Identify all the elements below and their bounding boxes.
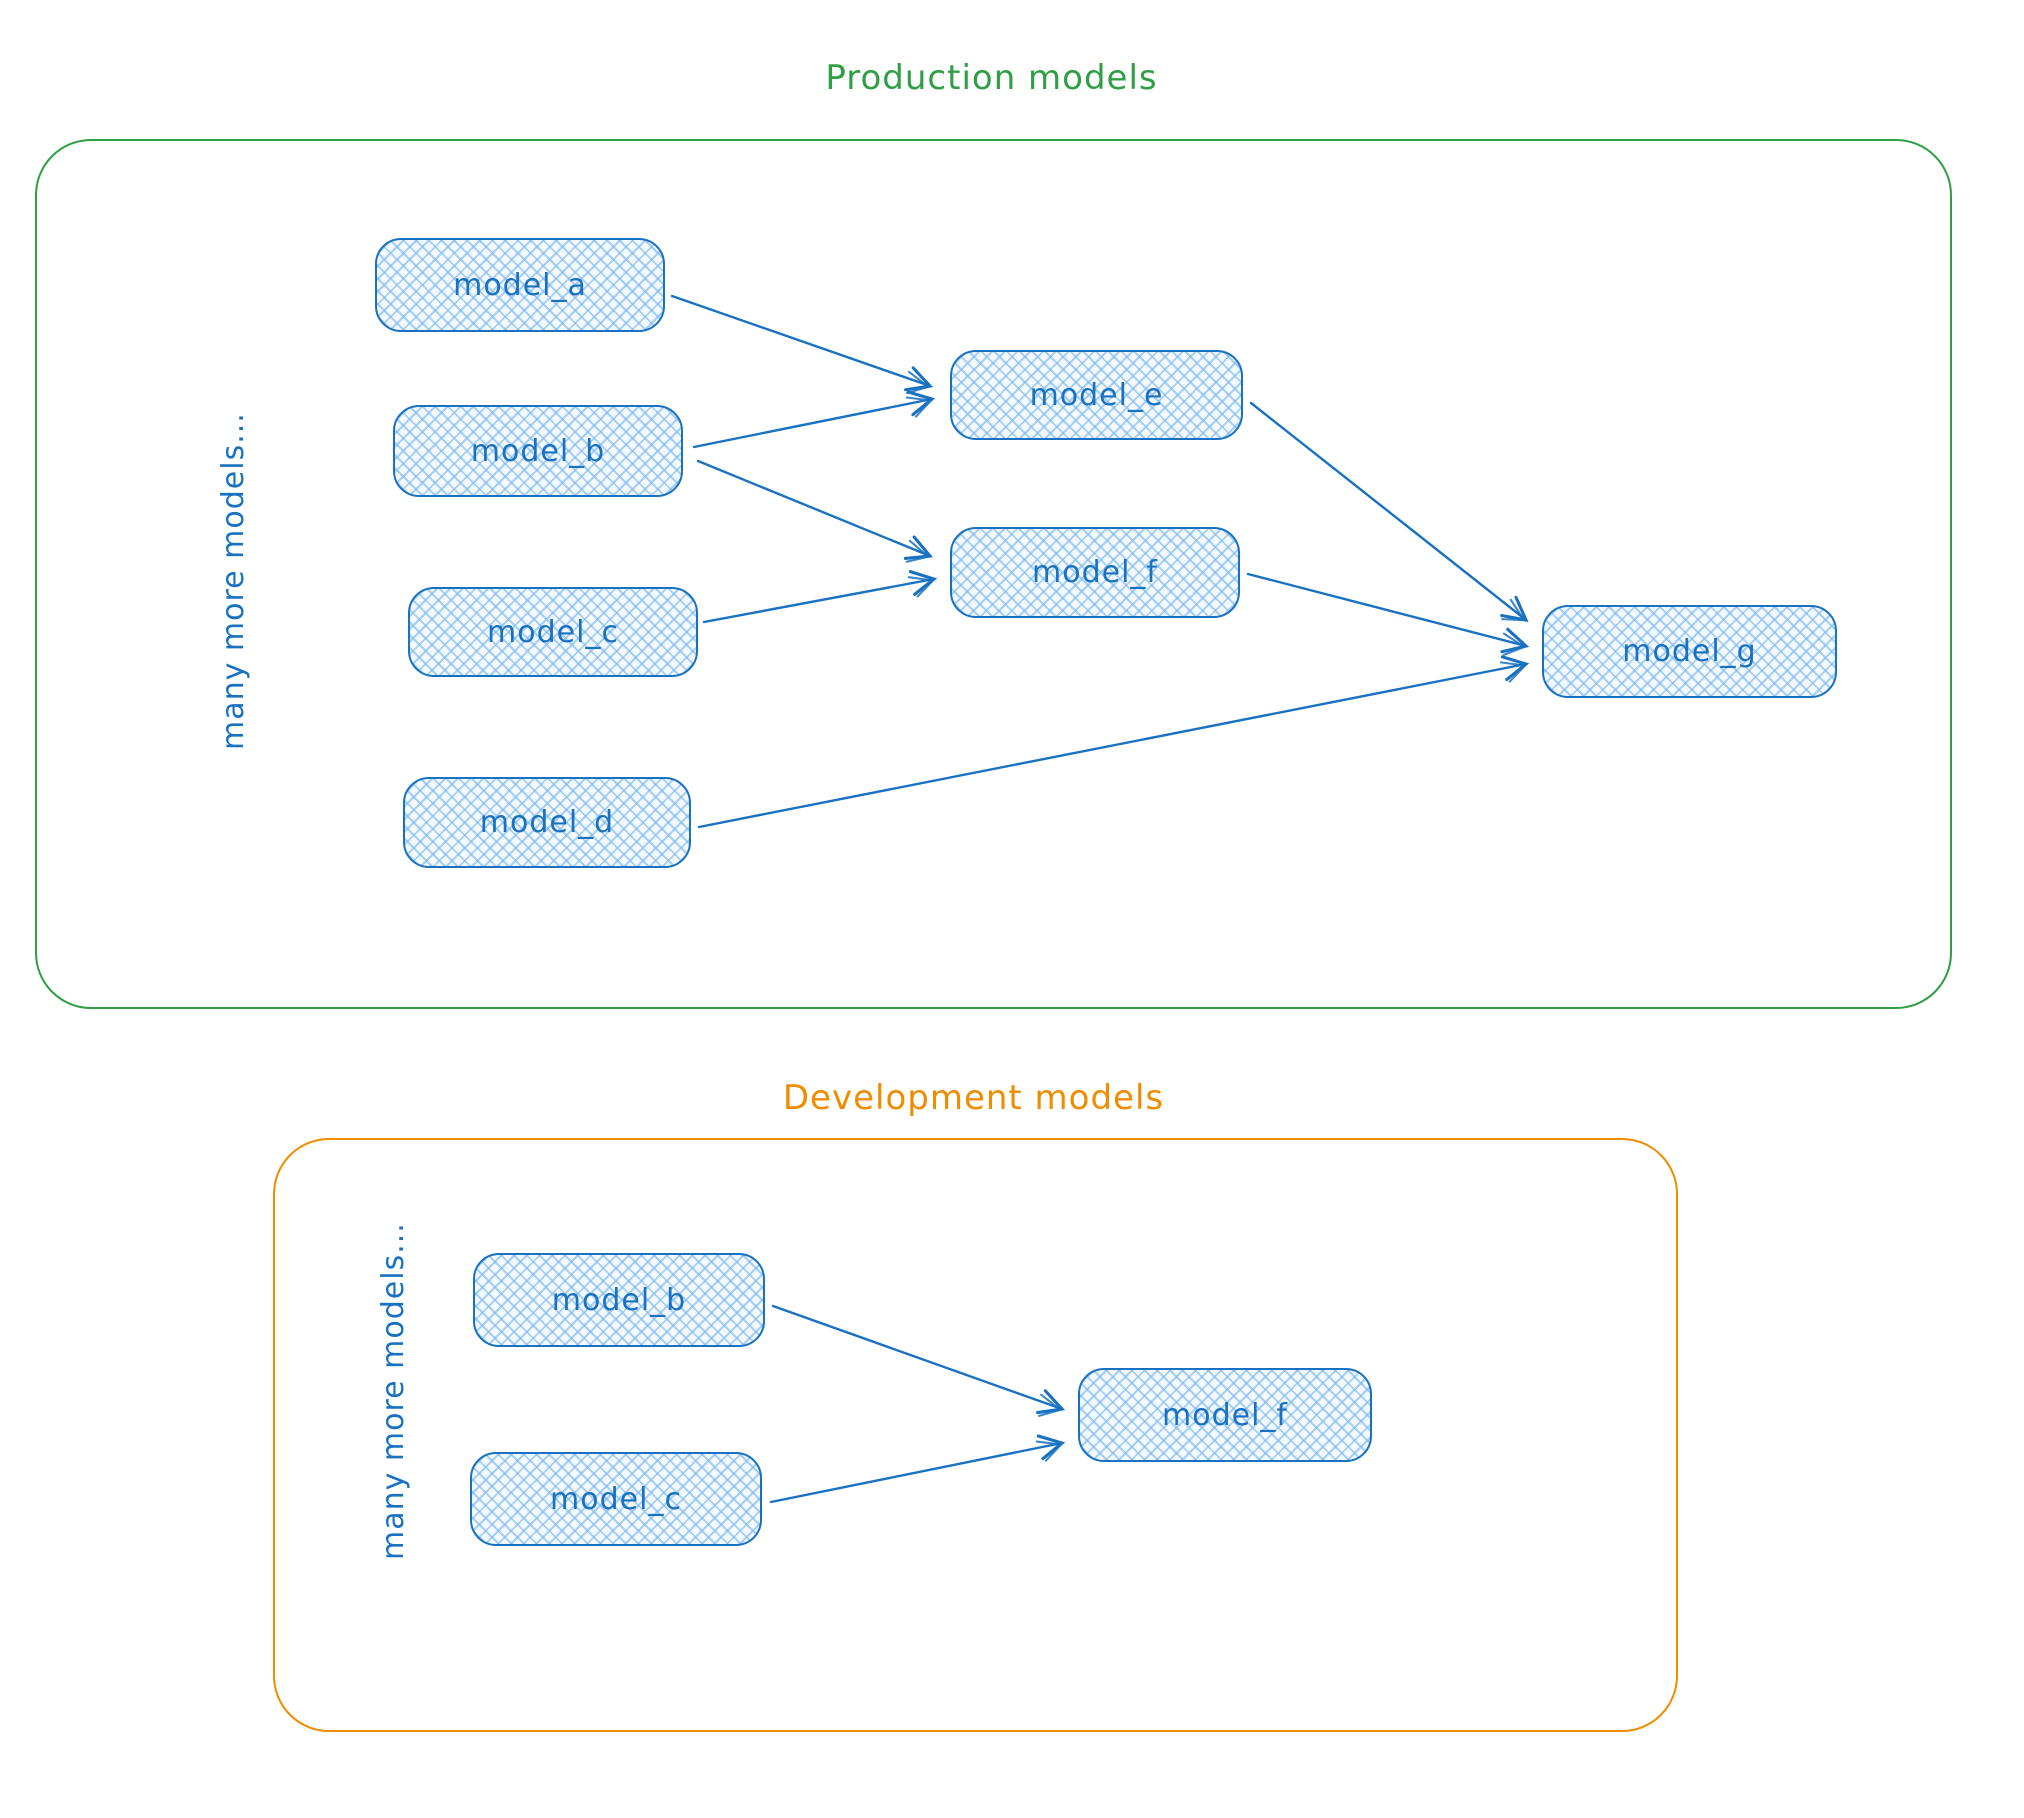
node-production-model-e: model_e <box>950 350 1243 440</box>
node-label: model_a <box>453 267 587 303</box>
node-development-model-c: model_c <box>470 1452 762 1546</box>
node-label: model_d <box>479 805 615 840</box>
production-title: Production models <box>825 58 1158 98</box>
node-production-model-b: model_b <box>393 405 683 497</box>
node-production-model-f: model_f <box>950 527 1240 618</box>
node-development-model-f: model_f <box>1078 1368 1372 1462</box>
node-development-model-b: model_b <box>473 1253 765 1347</box>
node-production-model-a: model_a <box>375 238 665 332</box>
production-side-label: many more models... <box>216 412 251 750</box>
node-production-model-c: model_c <box>408 587 698 677</box>
node-label: model_c <box>550 1481 682 1517</box>
node-label: model_f <box>1032 555 1158 590</box>
production-container <box>35 139 1952 1009</box>
development-side-label: many more models... <box>376 1222 411 1560</box>
node-production-model-d: model_d <box>403 777 691 868</box>
development-title: Development models <box>782 1078 1165 1118</box>
node-label: model_b <box>470 433 606 469</box>
node-label: model_c <box>487 614 619 650</box>
node-label: model_f <box>1162 1397 1288 1433</box>
node-label: model_g <box>1622 634 1757 669</box>
development-container <box>273 1138 1678 1732</box>
node-production-model-g: model_g <box>1542 605 1837 698</box>
node-label: model_e <box>1029 377 1164 413</box>
node-label: model_b <box>551 1282 687 1318</box>
